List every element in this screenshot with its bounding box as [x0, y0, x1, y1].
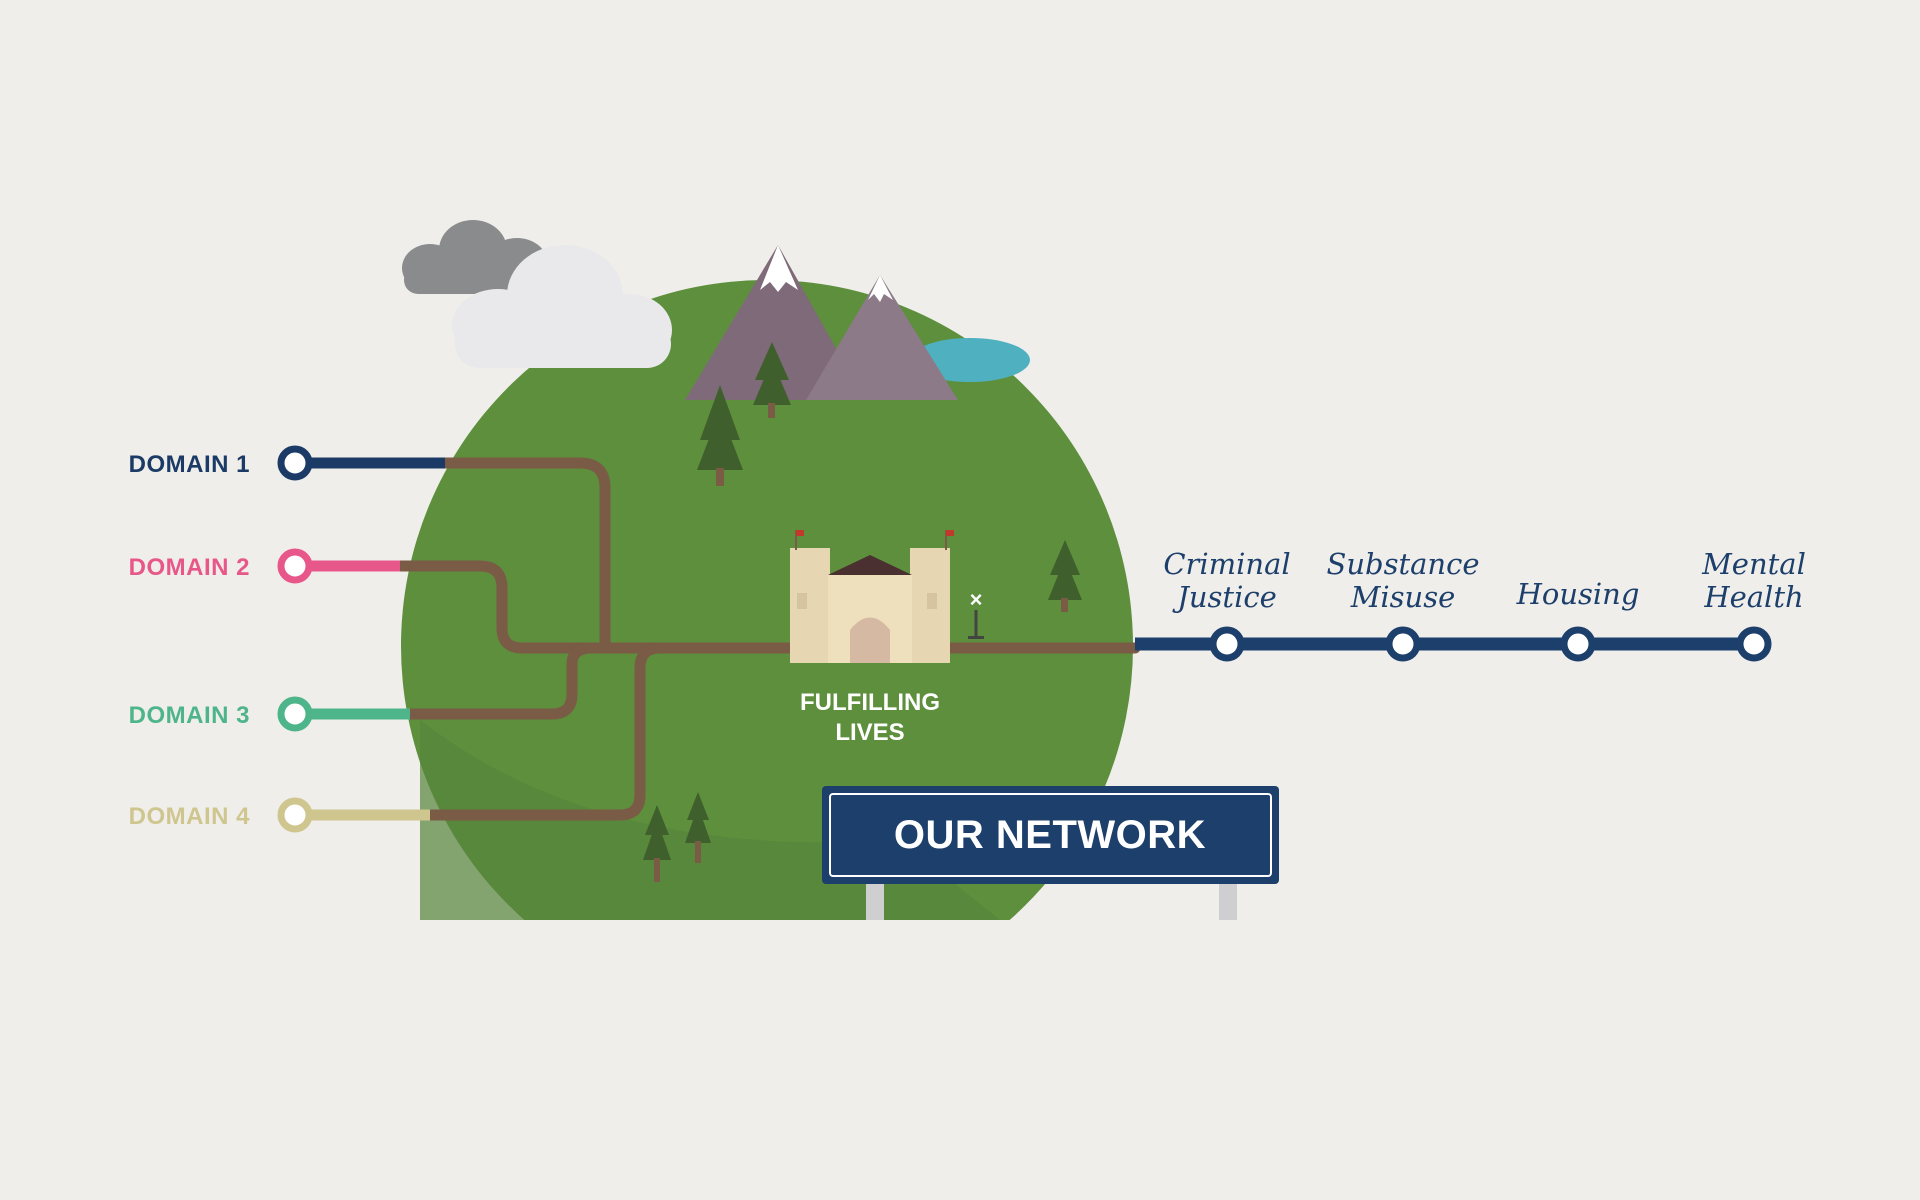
domain-label-2: DOMAIN 2: [129, 554, 250, 581]
stop-label-1-line2: Justice: [1172, 580, 1277, 614]
center-label-line2: LIVES: [835, 719, 904, 746]
domain-label-1: DOMAIN 1: [129, 451, 250, 478]
stop-node-4[interactable]: [1740, 630, 1768, 658]
stop-label-2-line1: Substance: [1326, 547, 1479, 581]
stop-label-4-line1: Mental: [1701, 547, 1806, 581]
domain-node-4[interactable]: [281, 801, 309, 829]
domain-label-4: DOMAIN 4: [129, 803, 250, 830]
stop-label-1-line1: Criminal: [1163, 547, 1290, 581]
domain-node-1[interactable]: [281, 449, 309, 477]
stop-label-4-line2: Health: [1703, 580, 1803, 614]
domain-node-3[interactable]: [281, 700, 309, 728]
clouds: [402, 220, 672, 368]
our-network-label: OUR NETWORK: [894, 813, 1206, 857]
domain-label-3: DOMAIN 3: [129, 702, 250, 729]
domain-node-2[interactable]: [281, 552, 309, 580]
domain-labels: DOMAIN 1 DOMAIN 2 DOMAIN 3 DOMAIN 4: [129, 451, 250, 830]
stop-node-2[interactable]: [1389, 630, 1417, 658]
center-label-line1: FULFILLING: [800, 689, 940, 716]
stop-label-3: Housing: [1516, 577, 1640, 611]
svg-text:×: ×: [970, 587, 983, 612]
stop-node-1[interactable]: [1213, 630, 1241, 658]
stop-label-2-line2: Misuse: [1350, 580, 1456, 614]
stop-node-3[interactable]: [1564, 630, 1592, 658]
